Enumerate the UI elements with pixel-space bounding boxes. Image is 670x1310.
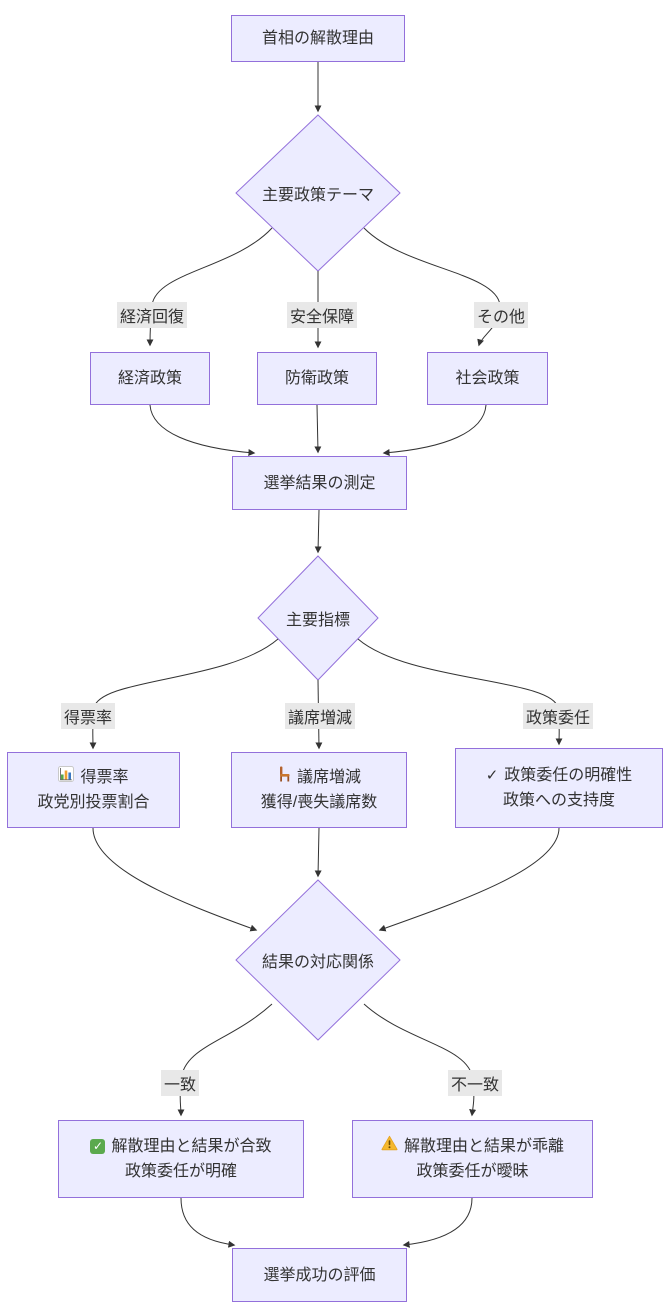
edge-result-mismatch — [363, 1003, 477, 1117]
edge-social-measure — [382, 404, 487, 457]
edge-label-security: 安全保障 — [286, 302, 358, 328]
check-mark-button-icon: ✓ — [90, 1139, 106, 1154]
edge-result-match — [177, 1003, 273, 1117]
edge-label-economic-recovery: 経済回復 — [116, 302, 188, 328]
edge-mismatch-evaluation — [402, 1197, 473, 1248]
node-label: 選挙結果の測定 — [263, 474, 376, 492]
edge-seat-result — [314, 827, 322, 878]
bar-chart-icon — [58, 765, 75, 790]
node-label: 選挙成功の評価 — [263, 1266, 376, 1284]
edge-mandate-result — [378, 827, 560, 932]
edge-vote-result — [92, 827, 258, 932]
decision-diamonds — [235, 114, 401, 1041]
edge-indicator-vote — [89, 638, 279, 750]
edge-theme-econ — [146, 227, 273, 347]
node-label: 社会政策 — [455, 370, 520, 387]
edge-label-seat-change: 議席増減 — [284, 703, 356, 729]
edge-label-policy-mandate: 政策委任 — [522, 703, 594, 729]
node-dissolution-reason: 首相の解散理由 — [231, 15, 405, 62]
node-vote-share: 得票率 政党別投票割合 — [7, 752, 180, 828]
node-outcome-match: ✓ 解散理由と結果が合致 政策委任が明確 — [58, 1120, 304, 1198]
node-success-evaluation: 選挙成功の評価 — [232, 1248, 407, 1302]
node-outcome-mismatch: 解散理由と結果が乖離 政策委任が曖昧 — [352, 1120, 593, 1198]
edge-label-vote-rate: 得票率 — [60, 703, 116, 729]
node-label: 経済政策 — [117, 370, 182, 387]
node-label-line1: 解散理由と結果が乖離 — [403, 1138, 564, 1155]
node-defense-policy: 防衛政策 — [257, 352, 377, 405]
edge-label-mismatch: 不一致 — [447, 1070, 503, 1096]
check-icon: ✓ — [485, 767, 499, 784]
edge-theme-social — [363, 227, 501, 347]
node-economic-policy: 経済政策 — [90, 352, 210, 405]
node-label-line2: 政策委任が曖昧 — [416, 1163, 529, 1180]
node-label-line2: 政党別投票割合 — [37, 794, 150, 811]
edge-econ-measure — [149, 404, 256, 457]
edge-defense-measure — [314, 404, 322, 454]
warning-icon — [381, 1134, 398, 1159]
node-label-line2: 政策委任が明確 — [124, 1163, 237, 1180]
node-policy-mandate: ✓ 政策委任の明確性 政策への支持度 — [455, 748, 663, 828]
chair-icon — [277, 765, 291, 790]
diamond-label-result-correspondence: 結果の対応関係 — [261, 954, 375, 971]
node-label-line1: 解散理由と結果が合致 — [111, 1138, 272, 1155]
node-result-measurement: 選挙結果の測定 — [232, 456, 407, 510]
edge-label-other: その他 — [473, 302, 529, 328]
node-social-policy: 社会政策 — [427, 352, 548, 405]
edge-match-evaluation — [180, 1197, 236, 1248]
node-label-line1: 得票率 — [80, 769, 129, 786]
edge-measure-indicator — [314, 509, 322, 554]
diamond-label-key-indicators: 主要指標 — [285, 612, 351, 629]
edge-indicator-mandate — [357, 638, 563, 746]
diamond-result — [235, 879, 401, 1041]
node-label-line2: 獲得/喪失議席数 — [260, 794, 378, 811]
node-seat-change: 議席増減 獲得/喪失議席数 — [231, 752, 407, 828]
node-label-line2: 政策への支持度 — [502, 792, 615, 809]
node-label-line1: 政策委任の明確性 — [504, 767, 633, 784]
node-label: 首相の解散理由 — [261, 30, 374, 47]
node-label: 防衛政策 — [284, 370, 349, 387]
edge-label-match: 一致 — [160, 1070, 200, 1096]
diamond-label-policy-theme: 主要政策テーマ — [261, 187, 375, 204]
node-label-line1: 議席増減 — [296, 769, 361, 786]
